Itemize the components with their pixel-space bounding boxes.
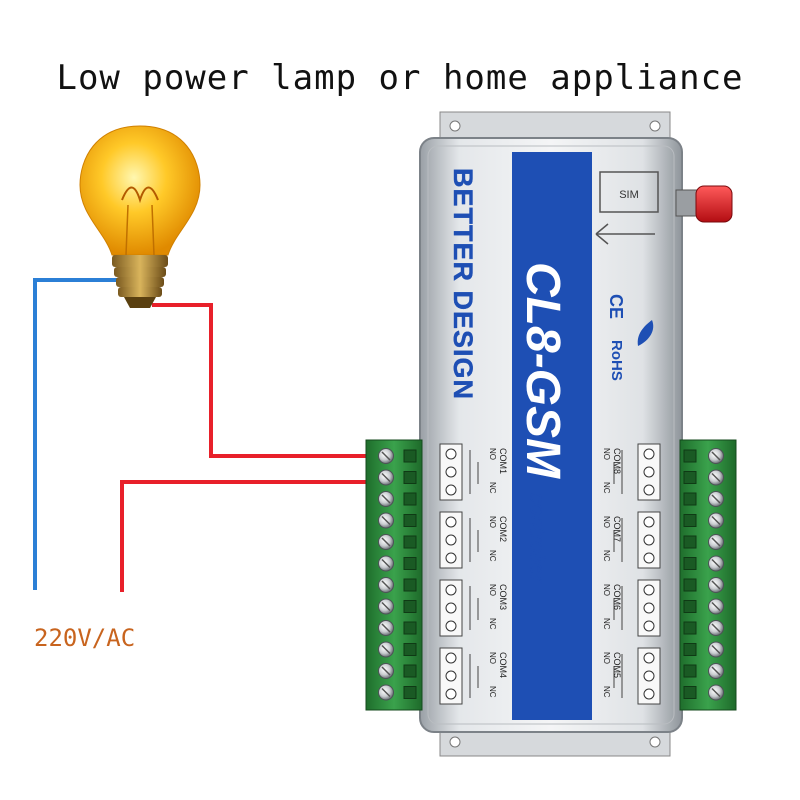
antenna-icon <box>675 185 733 223</box>
sim-slot <box>595 171 659 245</box>
left-terminal-block <box>365 439 423 711</box>
relay-contact <box>643 602 655 614</box>
supply-live-wire <box>120 480 378 592</box>
sim-label: SIM <box>619 189 639 201</box>
relay-com-label: COM7 <box>612 516 622 542</box>
relay-contact <box>643 484 655 496</box>
relay-no-label: NO <box>602 584 611 596</box>
relay-contact <box>445 552 457 564</box>
top-mount-tab <box>439 111 671 141</box>
voltage-label: 220V/AC <box>34 624 136 652</box>
relay-com-label: COM4 <box>498 652 508 678</box>
relay-no-label: NO <box>488 448 497 460</box>
brand-name: BETTER DESIGN <box>448 168 478 400</box>
relay-no-label: NO <box>602 652 611 664</box>
relay-contact <box>445 584 457 596</box>
page-title: Low power lamp or home appliance <box>56 58 744 98</box>
relay-contact <box>445 652 457 664</box>
relay-com-label: COM8 <box>612 448 622 474</box>
rohs-mark: RoHS <box>608 340 625 381</box>
relay-nc-label: NC <box>488 618 497 630</box>
relay-contact <box>445 534 457 546</box>
relay-contact <box>445 670 457 682</box>
relay-contact <box>445 466 457 478</box>
relay-contact <box>445 448 457 460</box>
blue-label-panel <box>512 152 592 720</box>
relay-contact <box>445 516 457 528</box>
model-name: CL8-GSM <box>516 262 569 479</box>
relay-contact <box>643 534 655 546</box>
relay-contact <box>445 688 457 700</box>
relay-com-label: COM2 <box>498 516 508 542</box>
relay-no-label: NO <box>602 516 611 528</box>
relay-contact <box>643 688 655 700</box>
gsm-controller-device: SIM BETTER DESIGN CL8-GSM controller CE … <box>365 111 737 757</box>
relay-contact <box>445 484 457 496</box>
wires <box>33 278 378 592</box>
relay-no-label: NO <box>488 652 497 664</box>
relay-contact <box>643 552 655 564</box>
relay-contact <box>445 620 457 632</box>
lamp-live-wire <box>152 303 378 458</box>
model-subtitle: controller <box>525 492 550 584</box>
neutral-wire <box>33 278 120 590</box>
relay-com-label: COM6 <box>612 584 622 610</box>
relay-contact <box>643 670 655 682</box>
relay-com-label: COM1 <box>498 448 508 474</box>
relay-nc-label: NC <box>602 482 611 494</box>
relay-contact <box>643 516 655 528</box>
leaf-icon <box>637 320 654 346</box>
relay-nc-label: NC <box>488 482 497 494</box>
relay-nc-label: NC <box>488 550 497 562</box>
relay-nc-label: NC <box>602 618 611 630</box>
lightbulb-icon <box>79 125 201 308</box>
relay-com-label: COM3 <box>498 584 508 610</box>
relay-nc-label: NC <box>602 550 611 562</box>
relay-nc-label: NC <box>602 686 611 698</box>
relay-com-label: COM5 <box>612 652 622 678</box>
relay-contact <box>643 466 655 478</box>
relay-contact <box>643 652 655 664</box>
relay-no-label: NO <box>602 448 611 460</box>
relay-no-label: NO <box>488 584 497 596</box>
ce-mark: CE <box>606 294 626 319</box>
relay-contact <box>643 620 655 632</box>
right-terminal-block <box>679 439 737 711</box>
relay-nc-label: NC <box>488 686 497 698</box>
relay-contact <box>643 448 655 460</box>
relay-contact <box>445 602 457 614</box>
relay-contact <box>643 584 655 596</box>
relay-no-label: NO <box>488 516 497 528</box>
